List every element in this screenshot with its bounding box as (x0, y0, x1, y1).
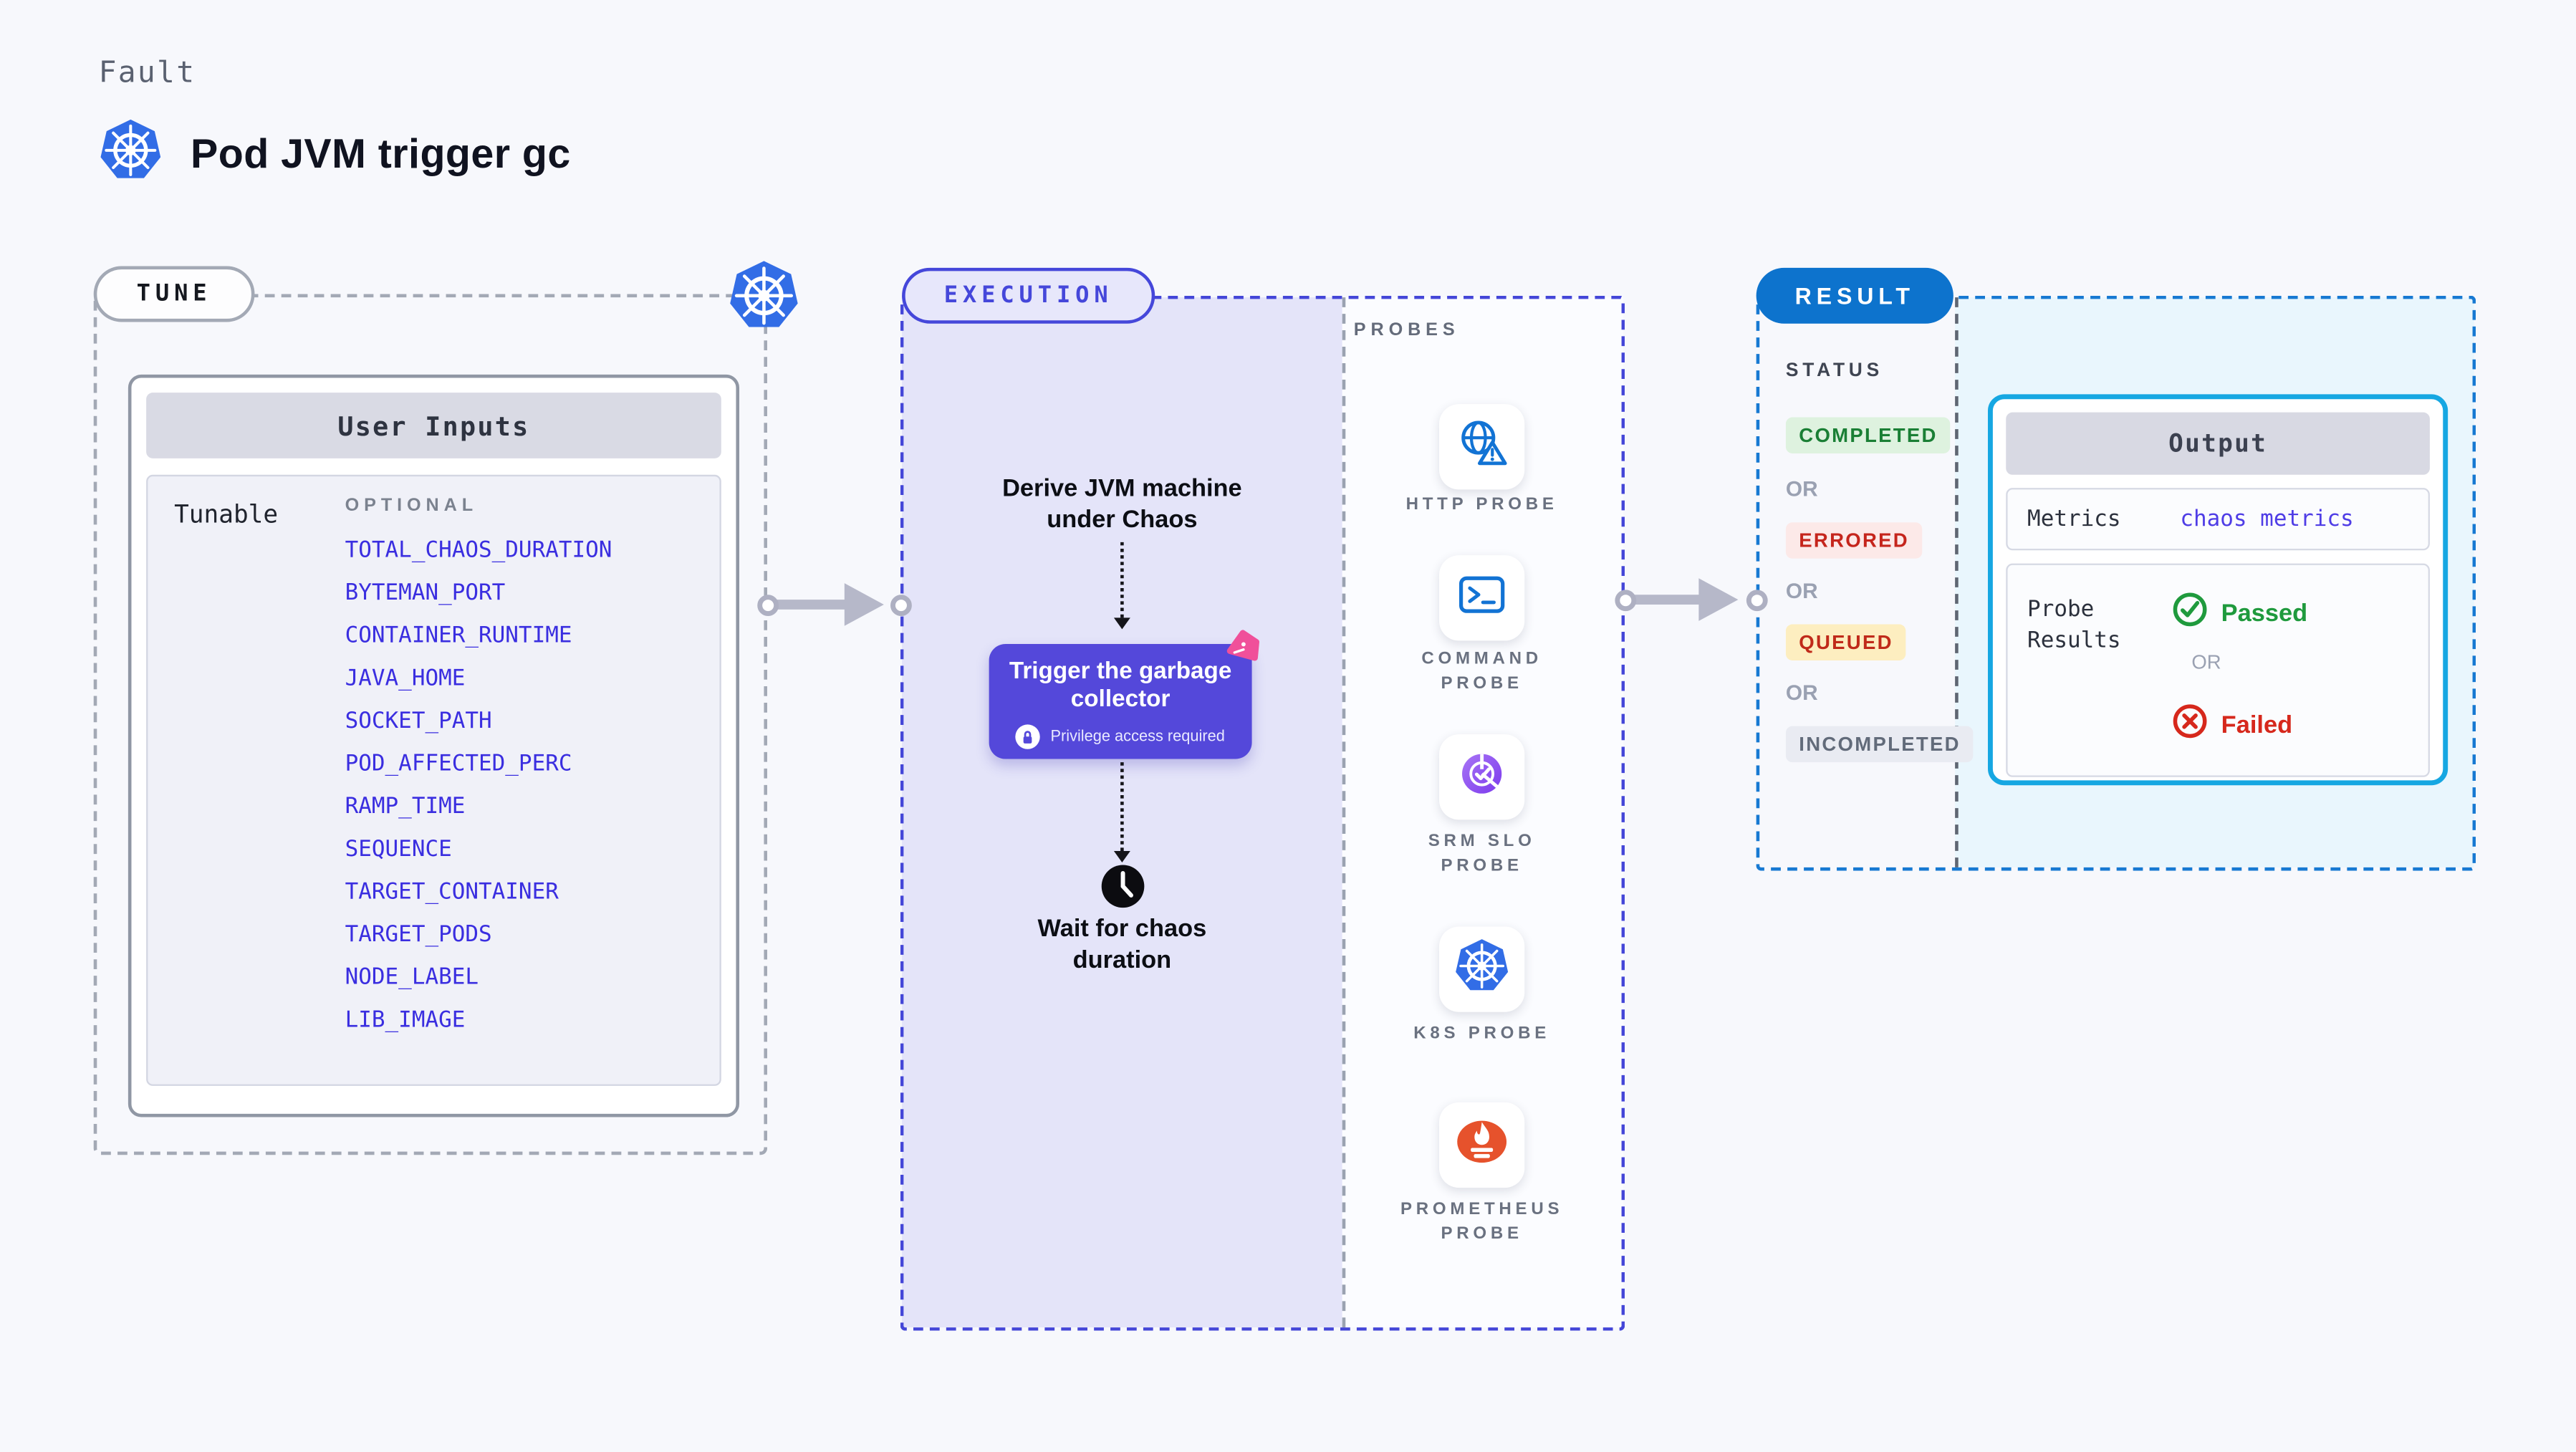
page-title: Pod JVM trigger gc (191, 130, 571, 177)
param-link[interactable]: RAMP_TIME (345, 793, 466, 820)
trigger-garbage-collector-node[interactable]: Trigger the garbage collector Privilege … (989, 644, 1252, 759)
param-link[interactable]: LIB_IMAGE (345, 1006, 466, 1034)
param-link[interactable]: TARGET_PODS (345, 921, 492, 948)
chaos-pink-badge-icon (1224, 629, 1260, 673)
tune-section-box (93, 294, 768, 1155)
http-probe-label: HTTP PROBE (1405, 494, 1558, 514)
optional-column-label: OPTIONAL (345, 496, 479, 516)
flow-dotted-line (1120, 542, 1124, 618)
output-card: Output Metrics chaos metrics Probe Resul… (1988, 394, 2448, 786)
arrow-right-icon (1698, 578, 1739, 621)
prometheus-probe-card[interactable] (1439, 1102, 1525, 1188)
failed-result: Failed (2172, 703, 2292, 746)
trigger-node-label: Trigger the garbage collector (1009, 658, 1232, 713)
probes-title: PROBES (1353, 320, 1460, 340)
kubernetes-icon (99, 118, 163, 191)
connector-endpoint-dot (890, 595, 912, 617)
fault-kicker: Fault (98, 55, 196, 91)
param-link[interactable]: JAVA_HOME (345, 665, 466, 692)
or-separator: OR (1785, 476, 1818, 501)
command-probe-card[interactable] (1439, 555, 1525, 641)
param-link[interactable]: TOTAL_CHAOS_DURATION (345, 537, 612, 564)
output-header: Output (2006, 412, 2430, 475)
status-badge-incompleted: INCOMPLETED (1785, 726, 1974, 763)
probe-results-row: Probe Results Passed OR (2006, 563, 2430, 777)
globe-alert-icon (1454, 415, 1510, 479)
tunable-param-list: TOTAL_CHAOS_DURATION BYTEMAN_PORT CONTAI… (345, 537, 612, 1052)
srm-slo-probe-label: SRM SLO PROBE (1428, 831, 1536, 875)
flow-dotted-line (1120, 762, 1124, 851)
param-link[interactable]: NODE_LABEL (345, 964, 479, 991)
privilege-access-label: Privilege access required (1050, 727, 1225, 746)
slo-gauge-icon (1454, 745, 1510, 809)
arrow-down-icon (1113, 850, 1130, 863)
kubernetes-icon (728, 259, 800, 340)
result-section-box (1756, 295, 2476, 871)
failed-label: Failed (2221, 710, 2293, 739)
param-link[interactable]: TARGET_CONTAINER (345, 878, 559, 905)
srm-slo-probe-card[interactable] (1439, 734, 1525, 820)
param-link[interactable]: SEQUENCE (345, 836, 452, 863)
user-inputs-header: User Inputs (146, 393, 721, 458)
arrow-right-icon (844, 583, 884, 626)
k8s-probe-card[interactable] (1439, 926, 1525, 1012)
k8s-probe-label: K8S PROBE (1413, 1023, 1551, 1044)
param-link[interactable]: POD_AFFECTED_PERC (345, 751, 572, 777)
tune-to-execution-connector (772, 600, 848, 610)
result-divider (1955, 297, 1959, 867)
or-separator: OR (1785, 578, 1818, 603)
or-separator: OR (1785, 680, 1818, 705)
prometheus-icon (1452, 1113, 1512, 1177)
user-inputs-card: User Inputs Tunable OPTIONAL TOTAL_CHAOS… (128, 374, 740, 1117)
chaos-metrics-link[interactable]: chaos metrics (2180, 506, 2354, 533)
status-title: STATUS (1785, 361, 1883, 382)
user-inputs-body: Tunable OPTIONAL TOTAL_CHAOS_DURATION BY… (146, 474, 721, 1086)
passed-label: Passed (2221, 598, 2308, 627)
status-badge-queued: QUEUED (1785, 624, 1907, 660)
or-separator: OR (2191, 650, 2221, 674)
execution-pill: EXECUTION (902, 267, 1155, 324)
param-link[interactable]: SOCKET_PATH (345, 708, 492, 735)
param-link[interactable]: BYTEMAN_PORT (345, 580, 506, 607)
title-row: Pod JVM trigger gc (99, 118, 571, 191)
terminal-icon (1456, 567, 1508, 628)
execution-section-box (900, 295, 1625, 1331)
wait-for-chaos-step: Wait for chaos duration (1037, 915, 1207, 974)
http-probe-card[interactable] (1439, 404, 1525, 490)
passed-result: Passed (2172, 592, 2307, 635)
metrics-label: Metrics (2027, 506, 2121, 533)
prometheus-probe-label: PROMETHEUS PROBE (1400, 1199, 1564, 1243)
lock-icon (1016, 724, 1041, 749)
arrow-down-icon (1113, 617, 1130, 630)
param-link[interactable]: CONTAINER_RUNTIME (345, 622, 572, 649)
execution-to-result-connector (1630, 595, 1702, 605)
connector-endpoint-dot (757, 595, 779, 617)
check-circle-icon (2172, 592, 2208, 635)
connector-endpoint-dot (1615, 590, 1637, 612)
command-probe-label: COMMAND PROBE (1421, 648, 1542, 693)
tune-pill: TUNE (93, 266, 255, 322)
status-badge-completed: COMPLETED (1785, 417, 1951, 453)
connector-endpoint-dot (1746, 590, 1768, 612)
probe-results-label: Probe Results (2027, 596, 2121, 654)
x-circle-icon (2172, 703, 2208, 746)
clock-icon (1101, 864, 1145, 916)
derive-jvm-step: Derive JVM machine under Chaos (1002, 474, 1242, 534)
kubernetes-icon (1454, 937, 1510, 1001)
status-badge-errored: ERRORED (1785, 522, 1923, 559)
result-pill: RESULT (1756, 267, 1953, 324)
metrics-row: Metrics chaos metrics (2006, 488, 2430, 551)
tunable-label: Tunable (174, 499, 279, 529)
